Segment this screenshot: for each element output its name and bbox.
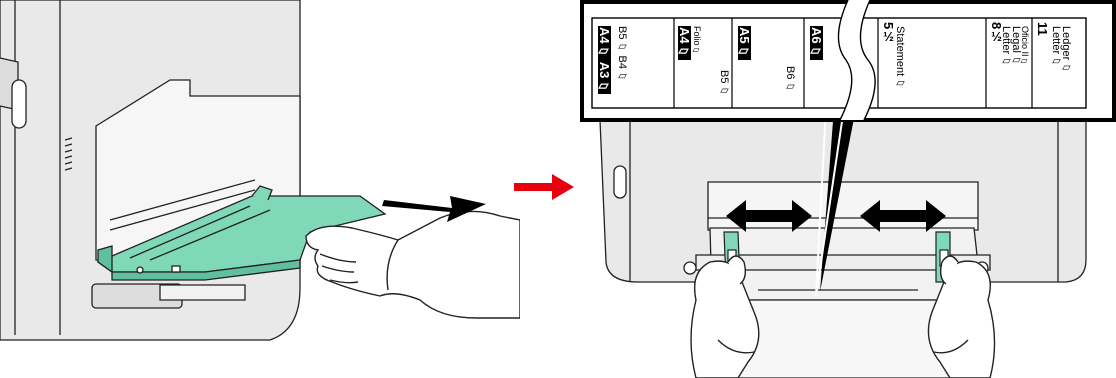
printer-drawing <box>0 0 520 378</box>
label-a4-a3: A4▱ A3▱ <box>598 26 611 94</box>
label-folio: Folio▱ <box>692 26 701 56</box>
label-b5: B5▱ <box>718 70 729 96</box>
size-label-sheet <box>582 0 1114 120</box>
printer-closeup <box>578 0 1116 378</box>
width-guide-illustration: A4▱ A3▱ B5▱ B4▱ A4▱ Folio▱ B5▱ A5▱ B6▱ A… <box>578 0 1116 378</box>
label-a4: A4▱ <box>678 26 691 60</box>
label-b5-b4: B5▱ B4▱ <box>616 26 627 82</box>
arrow-right-icon <box>512 172 576 202</box>
tray-extension-illustration <box>0 0 520 378</box>
label-oficio-ii: Oficio II▱ <box>1020 26 1029 67</box>
label-statement: Statement▱ <box>894 26 905 89</box>
label-a5: A5▱ <box>738 26 751 60</box>
printer-body <box>0 0 300 340</box>
hand-pulling <box>306 211 520 318</box>
label-a6: A6▱ <box>810 26 823 60</box>
label-11: 11 <box>1036 22 1049 36</box>
label-ledger: Ledger▱ <box>1060 26 1071 73</box>
label-b6: B6▱ <box>784 66 795 92</box>
